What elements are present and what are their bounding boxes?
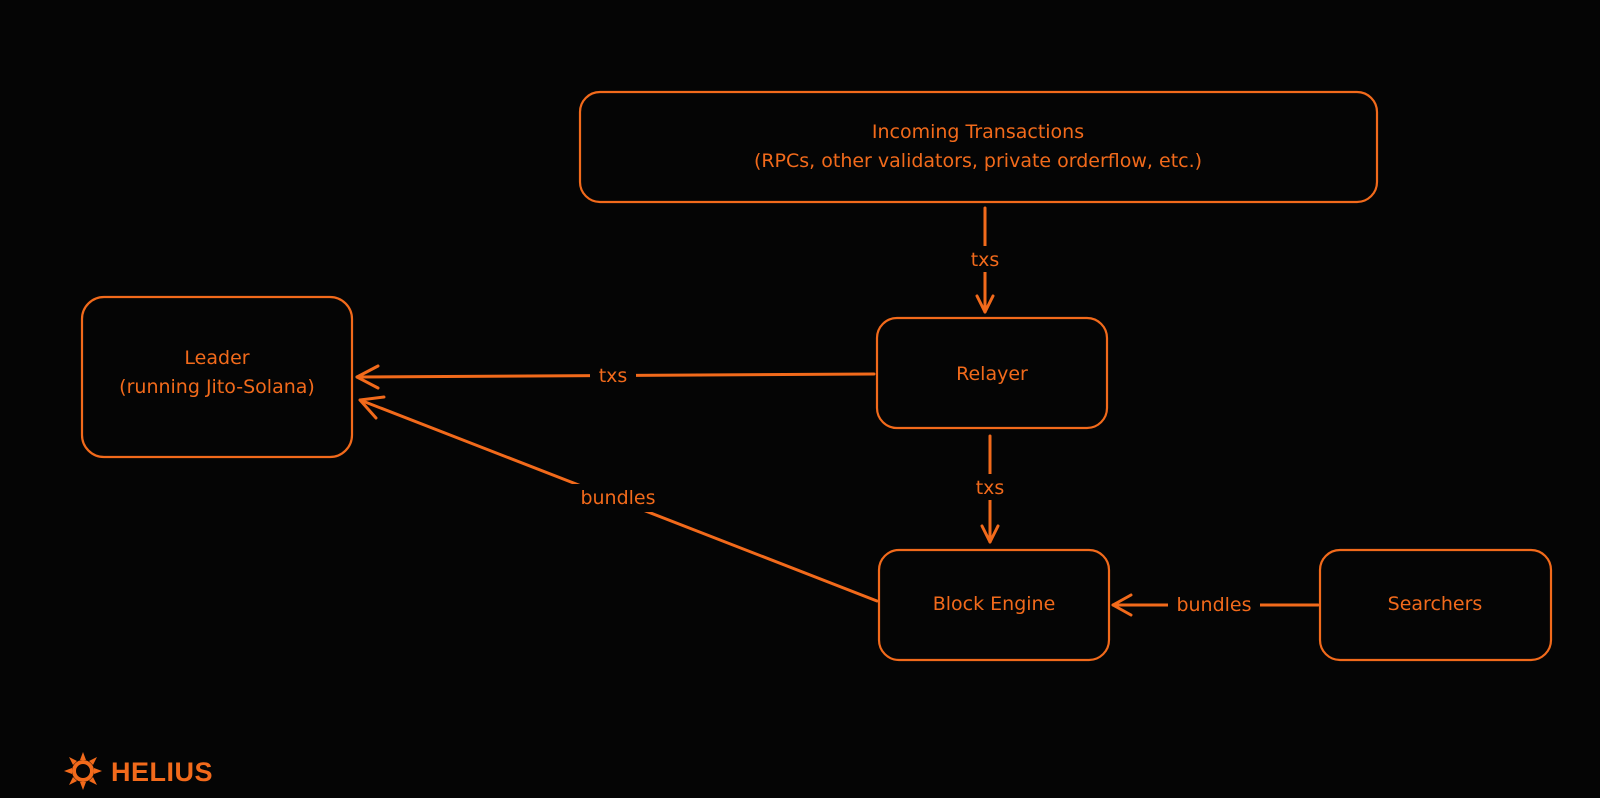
edge-label-searchers-block-engine: bundles xyxy=(1176,594,1251,616)
edge-label-relayer-block-engine: txs xyxy=(976,477,1005,499)
edge-relayer-to-block-engine: txs xyxy=(967,434,1013,544)
helius-wordmark: HELIUS xyxy=(111,757,213,787)
edge-relayer-to-leader: txs xyxy=(355,362,876,390)
incoming-transactions-box xyxy=(578,90,1379,204)
node-block-engine: Block Engine xyxy=(877,548,1111,662)
arrowhead-down-icon xyxy=(980,524,1000,544)
node-incoming-transactions: Incoming Transactions (RPCs, other valid… xyxy=(578,90,1379,204)
edge-label-block-engine-leader: bundles xyxy=(580,487,655,509)
edge-label-incoming-relayer: txs xyxy=(971,249,1000,271)
searchers-box xyxy=(1318,548,1553,662)
edge-label-background xyxy=(962,246,1008,272)
block-engine-title: Block Engine xyxy=(933,593,1056,615)
leader-box xyxy=(80,295,354,459)
helius-logo: HELIUS xyxy=(64,752,213,790)
edge-label-background xyxy=(572,484,664,512)
relayer-box xyxy=(875,316,1109,430)
searchers-title: Searchers xyxy=(1388,593,1483,615)
arrowhead-left-icon xyxy=(355,364,380,390)
arrowhead-left-icon xyxy=(1111,593,1133,617)
edge-label-background xyxy=(590,362,636,388)
incoming-transactions-subtitle: (RPCs, other validators, private orderfl… xyxy=(754,150,1202,172)
relayer-title: Relayer xyxy=(956,363,1028,385)
edge-incoming-to-relayer: txs xyxy=(962,206,1008,314)
leader-title: Leader xyxy=(184,347,249,369)
node-leader: Leader (running Jito-Solana) xyxy=(80,295,354,459)
edge-label-background xyxy=(1168,591,1260,619)
edge-block-engine-to-leader: bundles xyxy=(358,395,879,603)
edge-label-relayer-leader: txs xyxy=(599,365,628,387)
node-relayer: Relayer xyxy=(875,316,1109,430)
edge-searchers-to-block-engine: bundles xyxy=(1111,591,1320,619)
leader-subtitle: (running Jito-Solana) xyxy=(119,376,315,398)
incoming-transactions-title: Incoming Transactions xyxy=(872,121,1084,143)
helius-sunburst-icon xyxy=(64,752,102,790)
node-searchers: Searchers xyxy=(1318,548,1553,662)
arrowhead-down-icon xyxy=(975,294,995,314)
block-engine-box xyxy=(877,548,1111,662)
arrowhead-up-left-icon xyxy=(358,395,386,420)
edge-label-background xyxy=(967,474,1013,500)
